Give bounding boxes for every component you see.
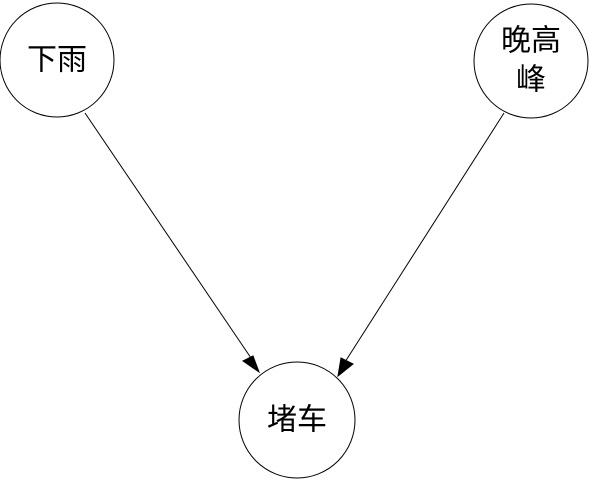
node-circle xyxy=(238,361,356,479)
node-circle xyxy=(0,2,115,118)
edge-rain-to-traffic-jam xyxy=(84,112,261,374)
node-rain[interactable]: 下雨 xyxy=(0,2,115,118)
arrowhead xyxy=(242,355,261,374)
arrowhead xyxy=(337,357,354,378)
edge-evening-peak-to-traffic-jam xyxy=(337,112,505,378)
node-label: 堵车 xyxy=(267,403,327,438)
edge-line xyxy=(344,112,505,363)
node-label: 下雨 xyxy=(27,43,87,78)
node-label-line-2: 峰 xyxy=(516,63,546,98)
node-evening-peak[interactable]: 晚高 峰 xyxy=(473,3,589,119)
edge-line xyxy=(84,112,252,359)
node-circle xyxy=(473,3,589,119)
node-traffic-jam[interactable]: 堵车 xyxy=(238,361,356,479)
node-label-line-1: 晚高 xyxy=(501,24,561,59)
